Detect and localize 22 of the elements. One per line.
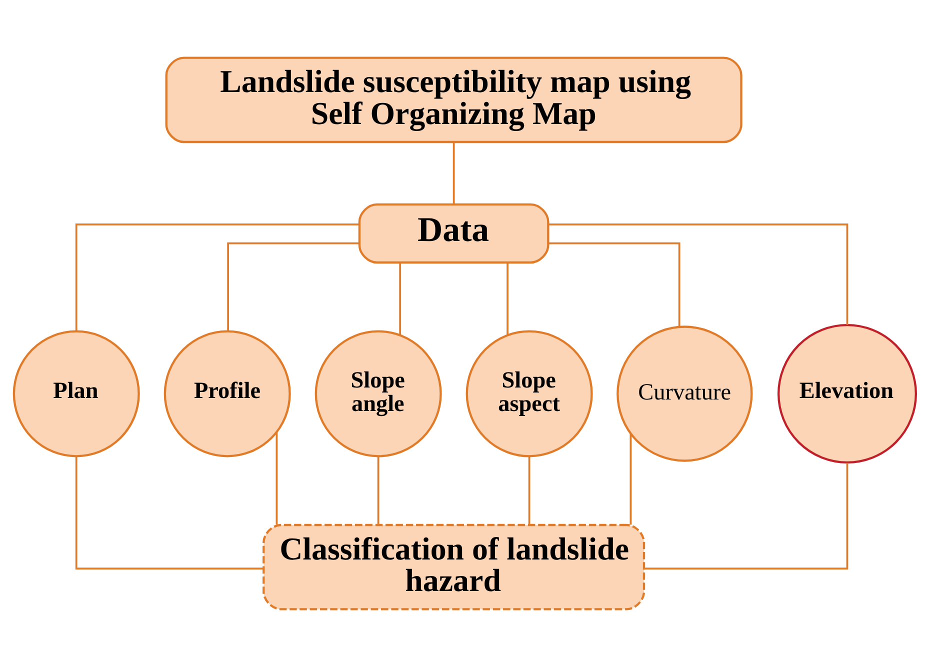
- connector: [399, 262, 402, 334]
- node-circle: Profile: [164, 330, 291, 457]
- connector: [276, 432, 278, 524]
- connector: [548, 223, 848, 324]
- node-box: Classification of landslide hazard: [262, 523, 646, 610]
- connector: [548, 242, 680, 326]
- node-box: Data: [358, 202, 550, 264]
- connector: [644, 462, 848, 569]
- connector: [528, 456, 530, 524]
- connector: [75, 223, 360, 331]
- connector: [630, 433, 632, 524]
- node-circle: Slope angle: [314, 330, 442, 457]
- connector: [506, 262, 508, 334]
- node-box: Landslide susceptibility map using Self Organizing Map: [165, 56, 742, 143]
- node-circle: Elevation: [777, 323, 918, 464]
- connector: [377, 456, 380, 524]
- connector: [452, 142, 455, 204]
- connector: [75, 456, 264, 569]
- connector: [227, 242, 360, 331]
- node-circle: Plan: [12, 330, 140, 457]
- node-circle: Slope aspect: [466, 330, 593, 457]
- node-circle: Curvature: [616, 325, 753, 462]
